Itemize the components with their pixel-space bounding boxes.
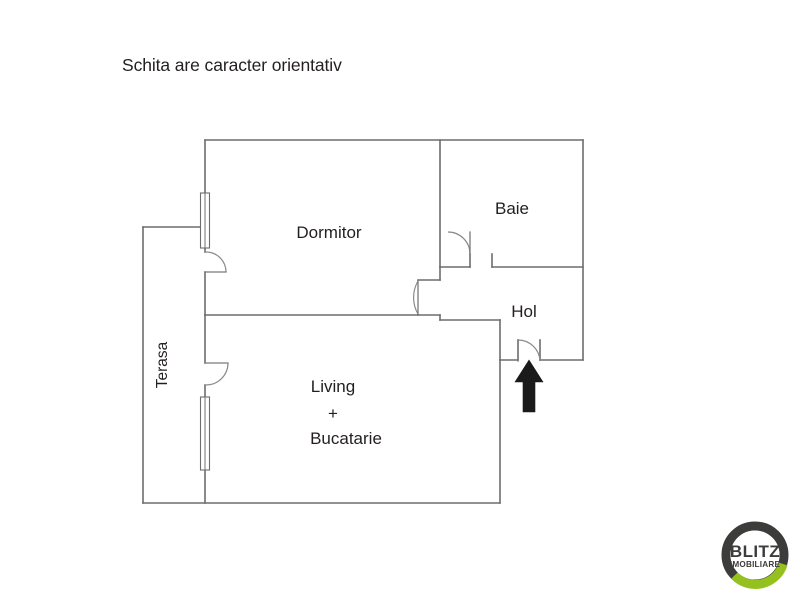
door-living: [205, 362, 229, 386]
room-label-hol: Hol: [511, 302, 537, 321]
room-label-terasa: Terasa: [154, 341, 171, 388]
room-label-dormitor: Dormitor: [296, 223, 362, 242]
room-label-baie: Baie: [495, 199, 529, 218]
entry-direction-arrow: [514, 359, 544, 413]
page-title: Schita are caracter orientativ: [122, 55, 342, 75]
window-bedroom: [199, 192, 211, 249]
logo-accent-arc: [731, 562, 788, 589]
room-label-living: Living: [311, 377, 355, 396]
logo-graphic: BLITZ IMOBILIARE: [721, 521, 789, 589]
brand-logo: BLITZ IMOBILIARE: [718, 518, 792, 592]
door-bathroom: [447, 231, 471, 255]
logo-text-primary: BLITZ: [730, 542, 780, 561]
window-living: [199, 396, 211, 471]
door-entry: [517, 339, 541, 362]
room-label-plus: +: [328, 404, 338, 423]
room-label-bucatarie: Bucatarie: [310, 429, 382, 448]
logo-inner-disc: [730, 530, 780, 580]
door-bedroom-hall: [412, 280, 419, 315]
logo-text-secondary: IMOBILIARE: [730, 560, 781, 569]
door-bedroom: [205, 251, 227, 273]
